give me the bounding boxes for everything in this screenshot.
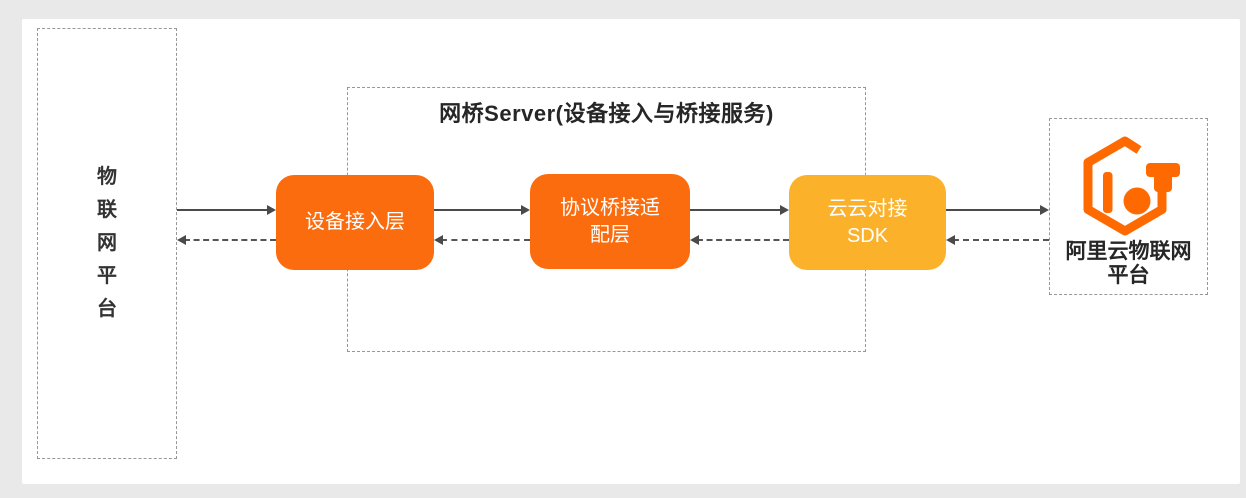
iot-platform-label-char: 联 <box>97 199 117 221</box>
iot-platform-label-char: 物 <box>97 166 117 188</box>
node-label-line: 配层 <box>590 223 630 246</box>
aliyun-label-line: 阿里云物联网 <box>1065 240 1192 263</box>
node-cloud-cloud-sdk: 云云对接 SDK <box>789 175 946 270</box>
arrow-return-protocol-bridge-to-device-access <box>434 235 530 245</box>
arrow-return-device-access-to-platform <box>177 235 276 245</box>
iot-platform-label-char: 网 <box>97 232 117 254</box>
aliyun-label-line: 平台 <box>1107 264 1150 287</box>
node-label-line: 协议桥接适 <box>560 196 660 219</box>
arrow-forward-protocol-bridge-to-sdk <box>690 205 789 215</box>
aliyun-iot-platform-box: 阿里云物联网 平台 <box>1049 118 1208 295</box>
node-protocol-bridge-adapter-layer: 协议桥接适 配层 <box>530 174 690 269</box>
arrow-forward-platform-to-device-access <box>177 205 276 215</box>
bridge-server-box: 网桥Server(设备接入与桥接服务) <box>347 87 866 352</box>
aliyun-iot-platform-label: 阿里云物联网 平台 <box>1066 240 1192 288</box>
node-device-access-layer: 设备接入层 <box>276 175 434 270</box>
arrow-forward-device-access-to-protocol-bridge <box>434 205 530 215</box>
aliyun-iot-logo-icon <box>1083 136 1180 236</box>
bridge-server-title: 网桥Server(设备接入与桥接服务) <box>439 101 774 126</box>
arrow-return-sdk-to-protocol-bridge <box>690 235 789 245</box>
arrow-return-aliyun-to-sdk <box>946 235 1049 245</box>
node-label-line: 设备接入层 <box>305 211 405 233</box>
iot-platform-label-char: 平 <box>97 265 117 287</box>
iot-platform-box: 物 联 网 平 台 <box>37 28 177 459</box>
node-label-line: SDK <box>846 224 889 247</box>
iot-platform-label-char: 台 <box>97 298 117 320</box>
arrow-forward-sdk-to-aliyun <box>946 205 1049 215</box>
node-label-line: 云云对接 <box>827 197 908 220</box>
